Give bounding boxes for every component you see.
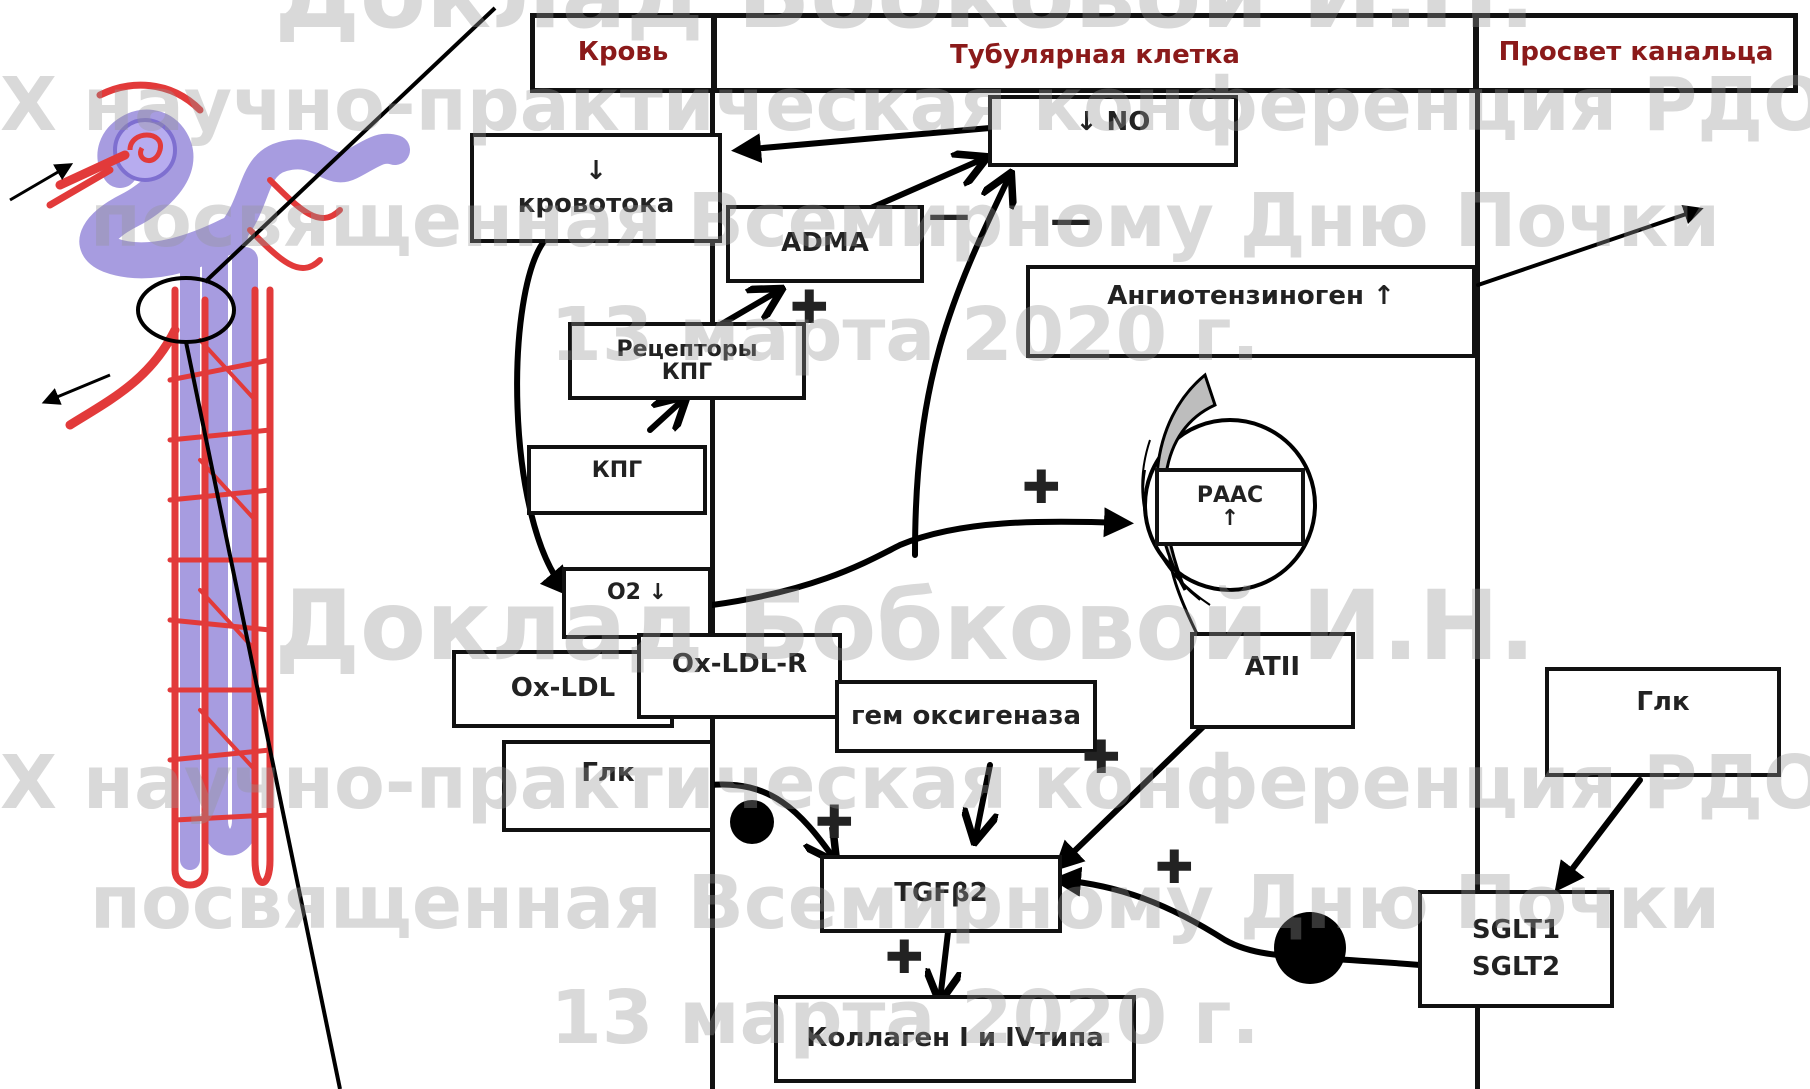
sglt2-label: SGLT2 [1471, 952, 1561, 982]
node-collagen: Коллаген I и IVтипа [774, 995, 1136, 1083]
blood-flow-label: кровотока [517, 189, 675, 219]
node-blood-flow: ↓ кровотока [470, 133, 722, 243]
minus-sign-right: — [1050, 195, 1092, 244]
node-heme-oxygenase: гем оксигеназа [835, 680, 1097, 753]
raas-circle [1143, 418, 1317, 592]
minus-sign-left: — [928, 190, 970, 239]
arrow-sglt-to-tgfb2 [1051, 866, 1423, 968]
blood-flow-down-arrow: ↓ [585, 155, 607, 186]
plus-sign-sglt: ✚ [1155, 840, 1194, 894]
glomerulus [113, 118, 177, 182]
node-glk-blood: Глк [502, 740, 714, 832]
arrow-no-to-bloodflow [731, 125, 993, 164]
plus-sign-glk: ✚ [815, 795, 854, 849]
arrow-bloodflow-to-o2 [514, 237, 571, 597]
node-tgfb2: TGFβ2 [820, 855, 1062, 933]
header-tubular-cell: Тубулярная клетка [712, 13, 1478, 93]
arrow-o2-to-no [912, 175, 1010, 558]
node-atii: ATII [1190, 632, 1355, 729]
node-raas: РААС ↑ [1155, 468, 1305, 546]
plus-sign-heme: ✚ [1082, 730, 1121, 784]
inhibition-dot-glk [730, 800, 774, 844]
arrow-heme-to-tgfb2 [975, 762, 990, 840]
arrow-o2-to-raas [709, 507, 1134, 608]
plus-sign-collagen: ✚ [885, 930, 924, 984]
inhibition-dot-sglt [1274, 912, 1346, 984]
node-kpg: КПГ [527, 445, 707, 515]
plus-sign-adma: ✚ [790, 280, 829, 334]
node-glk-lumen: Глк [1545, 667, 1781, 777]
arrow-angiotensinogen-to-lumen [1476, 205, 1704, 287]
plus-sign-raas: ✚ [1022, 460, 1061, 514]
header-tubule-lumen: Просвет канальца [1474, 13, 1798, 93]
node-no: ↓ NO [988, 95, 1238, 167]
sglt1-label: SGLT1 [1471, 914, 1561, 945]
node-sglt: SGLT1 SGLT2 [1418, 890, 1614, 1008]
node-ox-ldl-r: Ox-LDL-R [637, 633, 842, 719]
node-o2: O2 ↓ [562, 567, 712, 639]
arrow-atii-to-tgfb2 [1053, 722, 1208, 872]
raas-crescent [1155, 372, 1217, 591]
node-kpg-receptors: Рецепторы КПГ [568, 322, 806, 400]
arrow-kpg-to-receptors [647, 398, 685, 433]
node-adma: ADMA [726, 205, 924, 283]
node-angiotensinogen: Ангиотензиноген ↑ [1026, 265, 1476, 358]
arrow-glk-lumen-to-sglt [1554, 777, 1643, 893]
arrow-glk-blood-to-tgfb2 [707, 781, 835, 860]
tubular-cell-frame [710, 88, 1480, 1089]
blood-vessels [46, 81, 343, 889]
arrow-receptors-to-adma [717, 290, 780, 328]
